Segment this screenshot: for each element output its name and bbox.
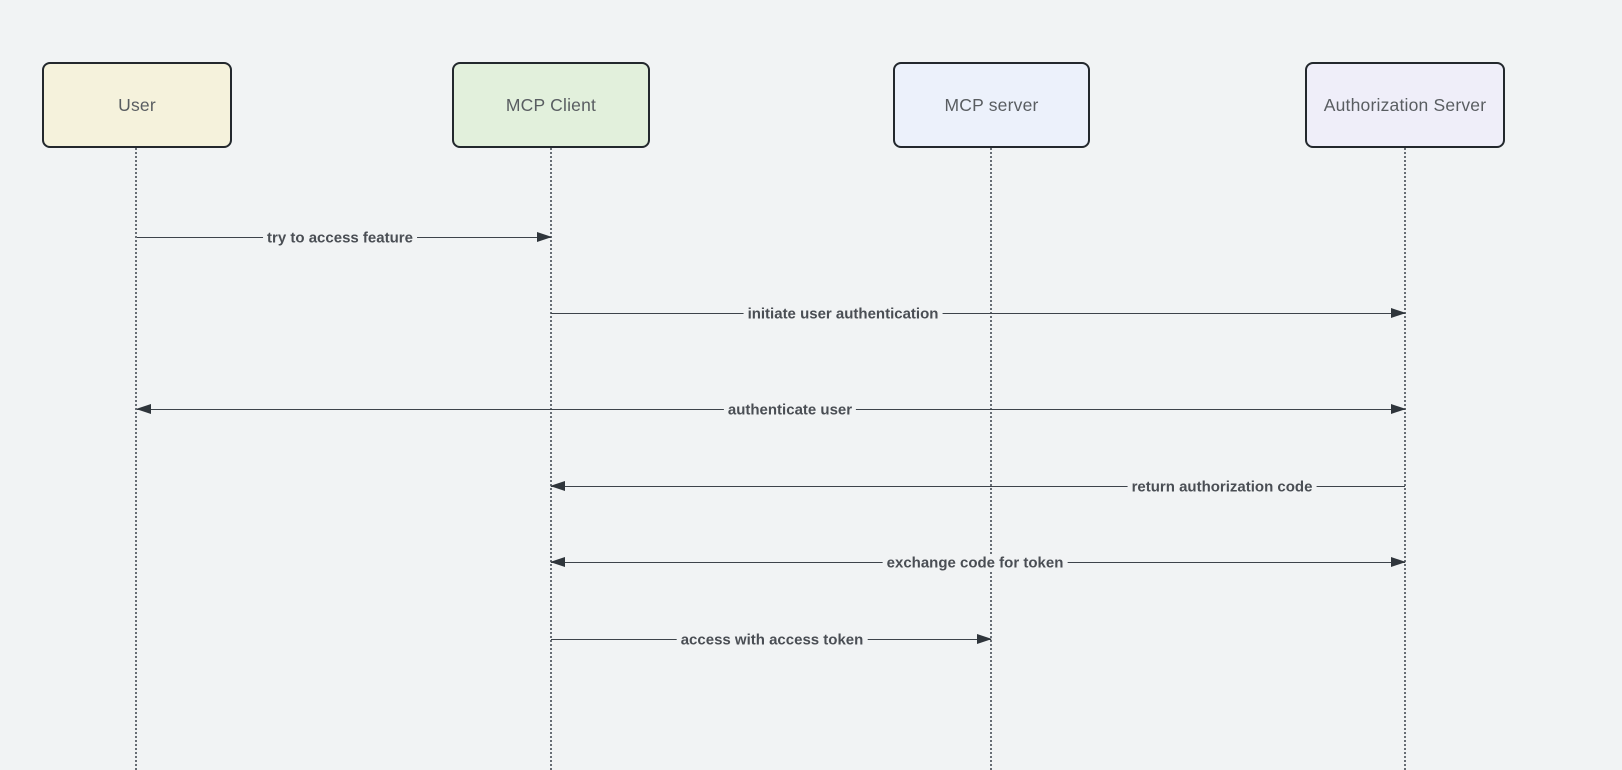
actor-box-authorization-server: Authorization Server: [1305, 62, 1505, 148]
arrowhead-left-icon: [550, 557, 565, 567]
actor-box-mcp-client: MCP Client: [452, 62, 650, 148]
message-label: initiate user authentication: [743, 305, 943, 323]
actor-label-mcp-server: MCP server: [944, 94, 1039, 115]
message-label: return authorization code: [1127, 478, 1317, 496]
arrowhead-right-icon: [1391, 557, 1406, 567]
message-label: exchange code for token: [882, 554, 1068, 572]
message-label: try to access feature: [263, 229, 417, 247]
message-label: access with access token: [676, 631, 868, 649]
actor-box-mcp-server: MCP server: [893, 62, 1090, 148]
actor-box-user: User: [42, 62, 232, 148]
arrowhead-right-icon: [1391, 308, 1406, 318]
actor-label-mcp-client: MCP Client: [505, 94, 597, 115]
arrowhead-right-icon: [537, 232, 552, 242]
lifeline-mcp-server: [990, 148, 992, 770]
arrowhead-left-icon: [550, 481, 565, 491]
actor-label-user: User: [118, 94, 156, 115]
message-line: [551, 313, 1405, 314]
lifeline-user: [135, 148, 137, 770]
message-line: [551, 486, 1405, 487]
arrowhead-left-icon: [136, 404, 151, 414]
lifeline-mcp-client: [550, 148, 552, 770]
arrowhead-right-icon: [1391, 404, 1406, 414]
lifeline-authorization-server: [1404, 148, 1406, 770]
message-label: authenticate user: [723, 401, 857, 419]
actor-label-authorization-server: Authorization Server: [1323, 94, 1487, 115]
arrowhead-right-icon: [977, 634, 992, 644]
